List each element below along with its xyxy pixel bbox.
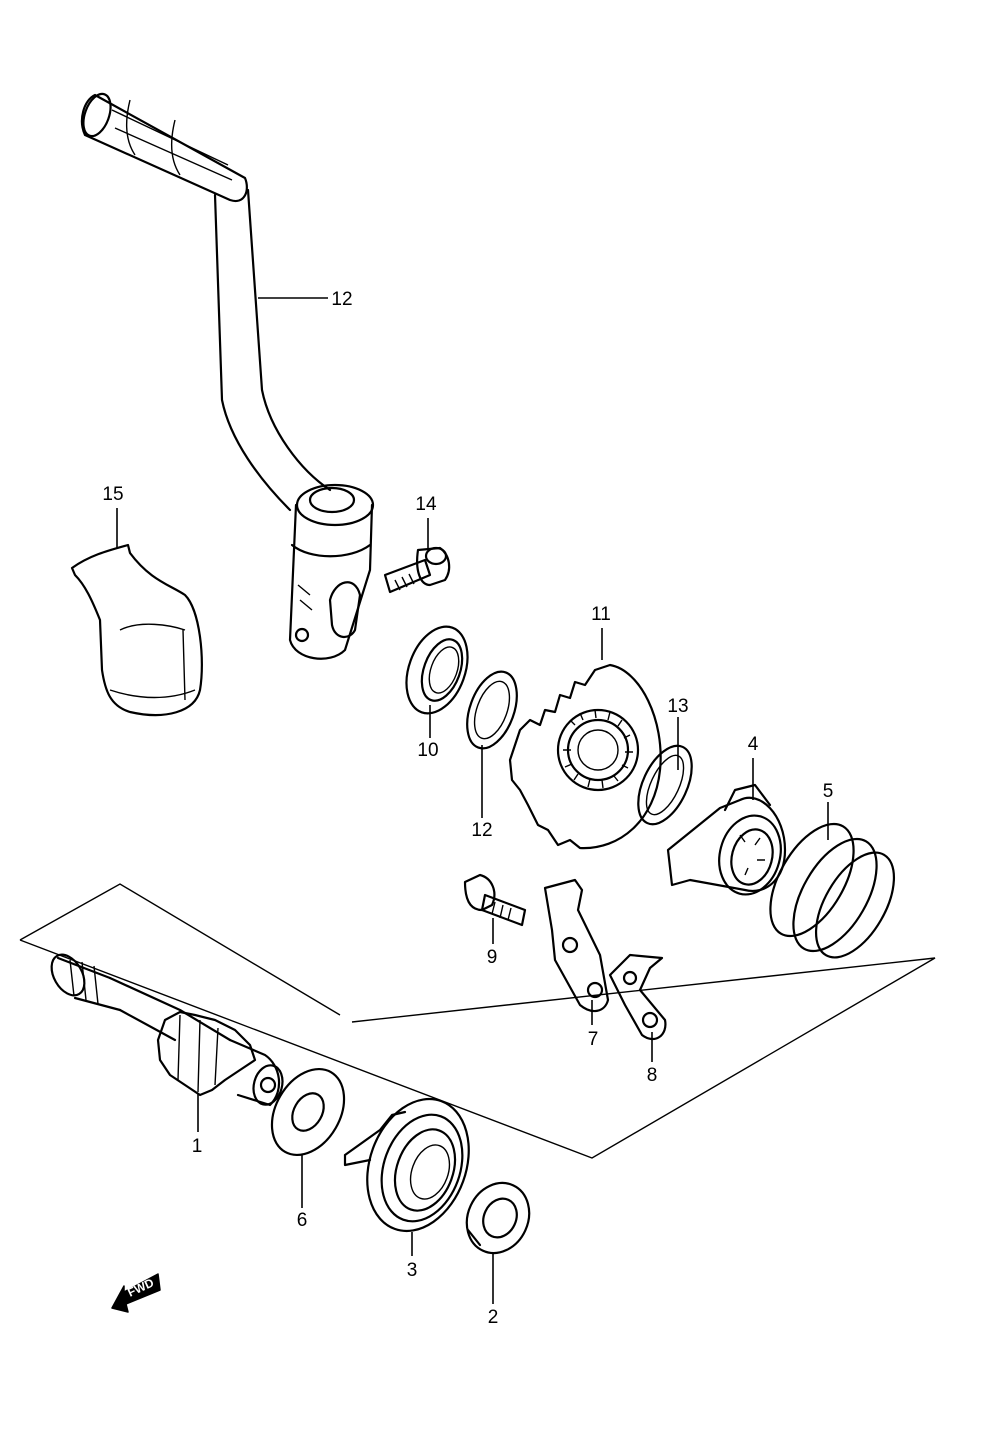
part-7-stopper-plate[interactable] — [543, 878, 610, 1013]
part-3-return-spring[interactable] — [343, 1085, 486, 1246]
callout-11: 11 — [591, 604, 611, 625]
forward-arrow-icon: FWD — [111, 1273, 161, 1313]
callout-5: 5 — [823, 781, 834, 802]
part-8-guide-plate[interactable] — [608, 953, 667, 1041]
callout-2: 2 — [488, 1307, 499, 1328]
callout-7: 7 — [588, 1029, 599, 1050]
callout-14: 14 — [415, 494, 437, 515]
part-14-bolt[interactable] — [383, 546, 451, 594]
part-9-bolt[interactable] — [463, 873, 527, 927]
part-5-spring[interactable] — [753, 810, 910, 970]
callout-12-upper: 12 — [471, 820, 492, 841]
part-10-oil-seal[interactable] — [395, 618, 478, 722]
part-4-ratchet[interactable] — [666, 783, 789, 901]
callout-9: 9 — [487, 947, 498, 968]
part-12-washer-upper[interactable] — [458, 665, 527, 755]
callout-3: 3 — [407, 1260, 418, 1281]
callout-4: 4 — [748, 734, 759, 755]
callout-8: 8 — [647, 1065, 658, 1086]
part-13-kick-lever[interactable] — [78, 90, 375, 660]
callout-10: 10 — [417, 740, 438, 761]
callout-12-lower: 13 — [667, 696, 688, 717]
part-6-washer[interactable] — [257, 1056, 358, 1168]
callout-1: 1 — [192, 1136, 203, 1157]
callout-15: 15 — [102, 484, 123, 505]
part-11-drive-gear[interactable] — [508, 663, 662, 850]
part-2-collar[interactable] — [456, 1173, 541, 1264]
leader-lines — [116, 297, 829, 1304]
callout-labels: 12 15 14 11 10 12 13 4 5 9 7 8 1 6 3 2 — [102, 289, 833, 1328]
callout-6: 6 — [297, 1210, 308, 1231]
assembly-plane-outline — [19, 883, 936, 1159]
part-15-lever-boot[interactable] — [70, 543, 203, 717]
part-1-kick-shaft[interactable] — [45, 949, 287, 1108]
callout-13: 12 — [331, 289, 352, 310]
